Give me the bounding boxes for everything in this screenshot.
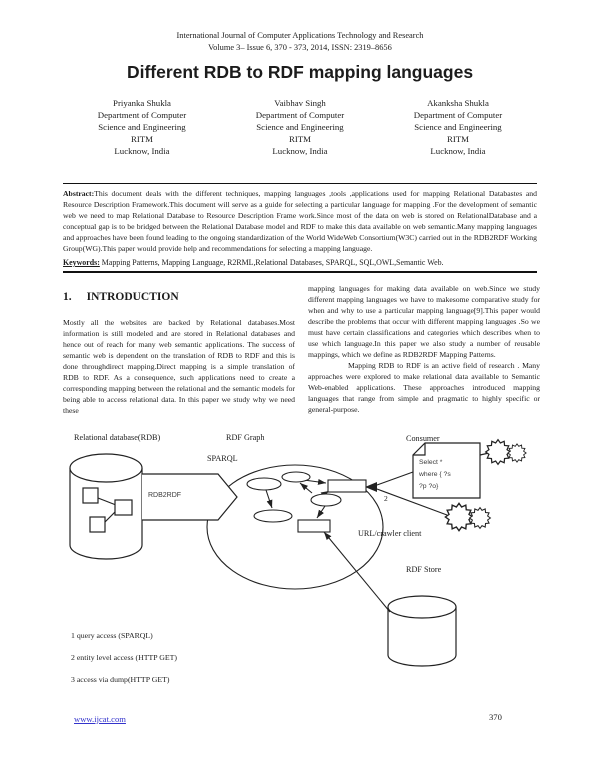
author-dept-line: Department of Computer [413, 110, 503, 120]
author-name: Vaibhav Singh [274, 98, 326, 108]
consumer-gears-icon [485, 439, 527, 465]
keywords-label: Keywords: [63, 258, 100, 267]
author-1: Priyanka Shukla Department of Computer S… [63, 97, 221, 157]
label-rdb2rdf: RDB2RDF [148, 492, 182, 499]
abstract-label: Abstract: [63, 189, 95, 198]
author-institution: RITM [447, 134, 469, 144]
author-city: Lucknow, India [430, 146, 486, 156]
authors-block: Priyanka Shukla Department of Computer S… [63, 97, 537, 157]
label-rdf-graph: RDF Graph [226, 433, 265, 442]
author-name: Akanksha Shukla [427, 98, 489, 108]
keywords-line: Keywords: Mapping Patterns, Mapping Lang… [63, 258, 537, 267]
label-relational-database: Relational database(RDB) [74, 433, 161, 442]
architecture-diagram [69, 439, 527, 667]
journal-header: International Journal of Computer Applic… [0, 30, 600, 53]
figure-legend-item: 3 access via dump(HTTP GET) [71, 675, 170, 684]
journal-issue-line: Volume 3– Issue 6, 370 - 373, 2014, ISSN… [208, 42, 392, 52]
section-title: INTRODUCTION [86, 291, 179, 303]
author-dept-line: Science and Engineering [414, 122, 502, 132]
journal-name: International Journal of Computer Applic… [176, 31, 424, 40]
architecture-figure: Relational database(RDB) RDF Graph Consu… [0, 428, 600, 710]
section-number: 1. [63, 291, 72, 303]
rdf-store-cylinder [387, 595, 457, 667]
section-heading-introduction: 1. INTRODUCTION [63, 291, 295, 303]
author-institution: RITM [289, 134, 311, 144]
label-crawler-client: URL/crawler client [358, 529, 422, 538]
rdb-database-cylinder [69, 453, 143, 560]
label-consumer: Consumer [406, 434, 440, 443]
author-name: Priyanka Shukla [113, 98, 171, 108]
query-line: where { ?s [419, 471, 451, 478]
rdb2rdf-block-arrow [142, 473, 238, 521]
label-sparql: SPARQL [207, 454, 238, 463]
right-column: mapping languages for making data availa… [308, 283, 540, 416]
rdf-graph-circle [206, 464, 384, 590]
journal-website-link[interactable]: www.ijcat.com [74, 714, 126, 724]
access-line-dump [323, 531, 391, 613]
keywords-bottom-rule [63, 271, 537, 273]
abstract-paragraph: Abstract:This document deals with the di… [63, 189, 537, 254]
author-dept-line: Department of Computer [255, 110, 345, 120]
author-dept-line: Department of Computer [97, 110, 187, 120]
author-city: Lucknow, India [114, 146, 170, 156]
crawler-gears-icon [444, 502, 491, 532]
author-city: Lucknow, India [272, 146, 328, 156]
sparql-query-text: Select * where { ?s ?p ?o} [419, 457, 451, 493]
callout-number-2: 2 [384, 494, 388, 503]
keywords-text: Mapping Patterns, Mapping Language, R2RM… [99, 258, 444, 267]
query-line: ?p ?o} [419, 483, 439, 490]
intro-paragraph-left: Mostly all the websites are backed by Re… [63, 318, 295, 415]
body-columns: 1. INTRODUCTION Mostly all the websites a… [63, 283, 540, 416]
author-3: Akanksha Shukla Department of Computer S… [379, 97, 537, 157]
abstract-text: This document deals with the different t… [63, 189, 537, 253]
figure-legend-item: 2 entity level access (HTTP GET) [71, 653, 178, 662]
author-2: Vaibhav Singh Department of Computer Sci… [221, 97, 379, 157]
label-rdf-store: RDF Store [406, 565, 442, 574]
author-institution: RITM [131, 134, 153, 144]
abstract-top-rule [63, 183, 537, 184]
figure-legend-item: 1 query access (SPARQL) [71, 631, 153, 640]
intro-paragraph-right-1: mapping languages for making data availa… [308, 284, 540, 359]
intro-paragraph-right-2: Mapping RDB to RDF is an active field of… [308, 361, 540, 414]
author-dept-line: Science and Engineering [98, 122, 186, 132]
paper-title: Different RDB to RDF mapping languages [126, 62, 474, 82]
access-line-entity [365, 471, 448, 516]
page-number: 370 [489, 712, 502, 722]
graph-nodes [246, 471, 367, 533]
author-dept-line: Science and Engineering [256, 122, 344, 132]
query-line: Select * [419, 459, 443, 466]
left-column: 1. INTRODUCTION Mostly all the websites a… [63, 283, 295, 416]
